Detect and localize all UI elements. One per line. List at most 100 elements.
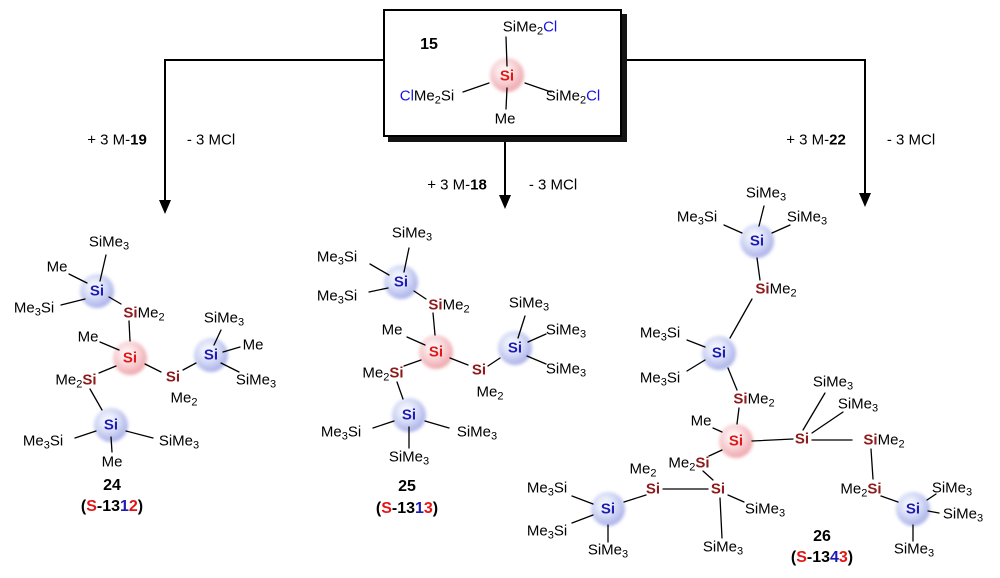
- atom-label-25: Me3Si: [317, 250, 357, 268]
- atom-label-24: Si: [104, 418, 118, 433]
- text-run: 3: [622, 548, 629, 561]
- reaction-arrowhead-icon: [159, 200, 171, 214]
- text-run: Si: [347, 423, 362, 441]
- text-run: SiMe: [942, 505, 978, 523]
- text-run: 2: [650, 467, 657, 480]
- bond-line: [89, 388, 103, 411]
- text-run: 3: [547, 529, 554, 542]
- text-run: Si: [103, 416, 119, 434]
- text-run: Si: [749, 232, 765, 250]
- text-run: 3: [660, 376, 667, 389]
- text-run: 22: [829, 131, 846, 149]
- central-si-sphere: [490, 58, 524, 92]
- atom-label-25: Si: [394, 275, 408, 290]
- text-run: Me: [242, 336, 264, 354]
- bond-line: [729, 298, 753, 339]
- text-run: 2: [463, 303, 470, 316]
- reagent-label: + 3 M-19: [87, 133, 147, 148]
- text-run: 3: [123, 240, 130, 253]
- bond-line: [413, 290, 427, 300]
- text-run: 3: [423, 455, 430, 468]
- bond-line: [802, 392, 826, 431]
- text-run: (: [80, 498, 87, 515]
- text-run: Si: [393, 273, 409, 291]
- bond-line: [449, 357, 469, 366]
- peripheral-si-sphere: [591, 492, 625, 526]
- text-run: Cl: [586, 87, 601, 105]
- text-run: Me: [526, 522, 548, 540]
- bond-line: [771, 224, 791, 234]
- compound-caption-26: 26: [813, 529, 831, 545]
- text-run: Si: [165, 368, 181, 386]
- text-run: 2: [689, 461, 696, 474]
- text-run: Si: [794, 430, 810, 448]
- bond-line: [182, 362, 197, 371]
- text-run: Si: [867, 480, 882, 498]
- text-run: 3: [697, 215, 704, 228]
- text-run: 1: [119, 498, 129, 515]
- compound-caption-25: 25: [398, 479, 416, 495]
- atom-label-24: SiMe3: [203, 309, 244, 329]
- text-run: Me: [526, 479, 548, 497]
- text-run: 2: [861, 487, 868, 500]
- text-run: 3: [977, 512, 984, 525]
- text-run: SiMe: [203, 309, 239, 327]
- peripheral-si-sphere: [80, 274, 114, 308]
- atom-label-26: Me3Si: [526, 522, 567, 542]
- text-run: 3: [34, 306, 41, 319]
- text-run: -13: [96, 498, 120, 515]
- text-run: Si: [728, 432, 744, 450]
- bond-line: [623, 494, 647, 503]
- peripheral-si-sphere: [392, 398, 426, 432]
- text-run: 2: [76, 378, 83, 391]
- atom-label-24: Si: [204, 348, 218, 363]
- text-run: SiMe: [235, 371, 271, 389]
- bond-line: [60, 298, 86, 306]
- text-run: 2: [579, 94, 587, 107]
- text-run: Si: [389, 364, 404, 382]
- atom-label-26: Me2Si: [840, 480, 882, 500]
- text-run: 3: [491, 430, 498, 443]
- text-run: Si: [343, 287, 358, 305]
- bond-line: [686, 359, 706, 372]
- bond-line: [712, 427, 723, 433]
- atom-label-24: Me: [102, 455, 123, 470]
- text-run: Si: [428, 343, 444, 361]
- text-run: 3: [337, 294, 344, 307]
- text-run: Si: [905, 500, 921, 518]
- text-run: SiMe: [545, 321, 581, 339]
- atom-label-15: SiMe2Cl: [503, 18, 558, 38]
- text-run: Si: [666, 324, 681, 342]
- text-run: 3: [928, 547, 935, 560]
- text-run: SiMe: [587, 541, 623, 559]
- text-run: Cl: [543, 18, 558, 36]
- atom-label-24: Me2Si: [55, 371, 97, 391]
- atom-label-26: SiMe3: [942, 505, 984, 525]
- bond-line: [751, 438, 794, 442]
- reagent-label: - 3 MCl: [187, 133, 235, 148]
- bond-line: [756, 257, 761, 281]
- text-run: 3: [872, 402, 879, 415]
- atom-label-26: SiMe2: [733, 392, 774, 410]
- bond-line: [727, 367, 738, 391]
- text-run: Me: [316, 287, 338, 305]
- bond-line: [372, 420, 395, 429]
- atom-label-15: ClMe2Si: [400, 89, 454, 107]
- bond-line: [108, 296, 122, 305]
- text-run: Si: [82, 371, 97, 389]
- atom-label-26: Me3Si: [640, 371, 680, 389]
- text-run: SiMe: [702, 538, 738, 556]
- text-run: Me: [381, 321, 403, 339]
- atom-label-26: Me3Si: [676, 208, 717, 228]
- text-run: 3: [847, 380, 854, 393]
- bond-line: [505, 36, 508, 67]
- atom-label-26: SiMe3: [932, 481, 972, 499]
- atom-label-26: SiMe3: [745, 502, 785, 520]
- text-run: SiMe: [388, 448, 424, 466]
- text-run: Si: [863, 431, 878, 449]
- text-run: Me: [676, 208, 698, 226]
- text-run: 1: [414, 500, 424, 517]
- text-run: Me: [668, 454, 690, 472]
- text-run: SiMe: [745, 184, 781, 202]
